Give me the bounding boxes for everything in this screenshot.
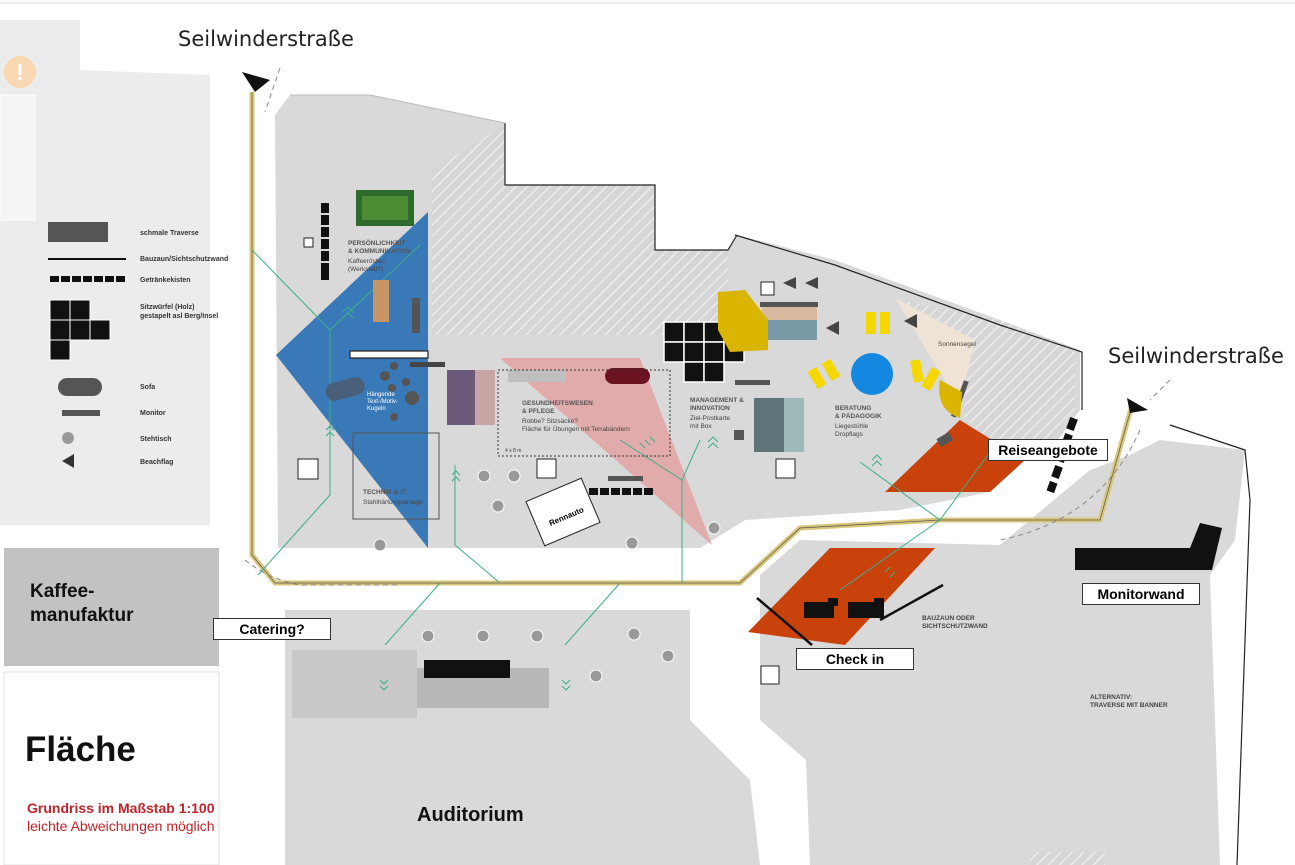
wall <box>349 350 429 359</box>
legend-cubes: Sitzwürfel (Holz) gestapelt asl Berg/Ins… <box>140 304 219 320</box>
zone-management-sub: Ziel-Postkarte mit Box <box>690 415 731 430</box>
beachflag-icons <box>783 277 917 335</box>
sofa <box>325 377 365 401</box>
auditorium-stage <box>424 660 510 678</box>
reiseangebote-label: Reiseangebote <box>988 439 1108 461</box>
yellow-block <box>718 290 768 352</box>
monitorwand-label: Monitorwand <box>1082 583 1200 605</box>
monitorwand <box>1075 548 1200 570</box>
zone-beratung-title: BERATUNG & PÄDAGOGIK <box>835 405 882 420</box>
kaffee-building <box>4 548 219 666</box>
zone-persoenlichkeit-sub: Kaffeerösten (Werkstatt?) <box>348 258 385 273</box>
stehtisch-icons <box>373 469 721 683</box>
alternativ-label: ALTERNATIV: TRAVERSE MIT BANNER <box>1090 694 1168 709</box>
legend-monitor: Monitor <box>140 410 166 417</box>
zone-technik-title: TECHNIK & IT <box>363 489 406 496</box>
bauzaun-label: BAUZAUN ODER SICHTSCHUTZWAND <box>922 615 988 630</box>
connector-lines <box>251 244 991 646</box>
north-arrow-icon <box>242 72 270 92</box>
kugeln <box>380 362 419 421</box>
hatched-area-north <box>432 125 728 335</box>
sonnensegel-label: Sonnensegel <box>938 341 976 348</box>
svg-text:!: ! <box>16 60 23 85</box>
legend-crates: Getränkekisten <box>140 277 191 284</box>
legend-wall: Bauzaun/Sichtschutzwand <box>140 256 229 263</box>
zone-beratung-sub: Liegestühle Dropflags <box>835 423 869 438</box>
checkin-zone <box>748 548 935 645</box>
east-arrow-icon <box>1127 398 1148 413</box>
zone-management-title: MANAGEMENT & INNOVATION <box>690 397 744 412</box>
barrier-dashes <box>1046 416 1078 494</box>
east-building <box>760 440 1245 865</box>
legend-table: Stehtisch <box>140 436 172 443</box>
table <box>373 280 389 322</box>
kugeln-label: Hängende Text-/Motiv- Kugeln <box>367 392 399 412</box>
rennauto <box>525 477 601 547</box>
warning-icon <box>4 56 36 88</box>
getraenkekisten <box>321 203 653 495</box>
left-buildings <box>0 20 220 865</box>
catering-label: Catering? <box>213 618 331 640</box>
street-label-right: Seilwinderstraße <box>1108 344 1284 368</box>
zone-gesundheit-title: GESUNDHEITSWESEN & PFLEGE <box>522 400 593 415</box>
page-title: Fläche <box>25 730 136 769</box>
gesundheit-area <box>497 369 671 457</box>
chevron-icons <box>325 306 896 691</box>
checkin-label: Check in <box>796 648 914 670</box>
reiseangebote-zone <box>885 420 1025 492</box>
legend-beachflag: Beachflag <box>140 459 174 466</box>
street-label-top: Seilwinderstraße <box>178 27 354 51</box>
auditorium-label: Auditorium <box>417 804 524 826</box>
kaffee-label: Kaffee- manufaktur <box>30 581 134 626</box>
page-subtitle: Grundriss im Maßstab 1:100 <box>27 800 215 816</box>
legend-sofa: Sofa <box>140 384 156 391</box>
gesundheit-cone <box>500 358 712 545</box>
traverse <box>412 298 420 333</box>
blue-circle <box>851 353 893 395</box>
zone-persoenlichkeit-title: PERSÖNLICHKEIT & KOMMUNIKATION <box>348 240 411 255</box>
zone-technik-sub: Stahlhärtungsanlage <box>363 499 423 506</box>
sofa <box>605 368 650 384</box>
legend-icons <box>48 222 126 468</box>
size-label: 4 x 8 m <box>505 448 522 454</box>
page-note: leichte Abweichungen möglich <box>27 818 215 834</box>
legend-traverse: schmale Traverse <box>140 230 199 237</box>
technik-area <box>352 432 440 520</box>
zone-gesundheit-sub: Robbe? Sitzsäcke? Fläche für Übungen mit… <box>522 418 630 433</box>
